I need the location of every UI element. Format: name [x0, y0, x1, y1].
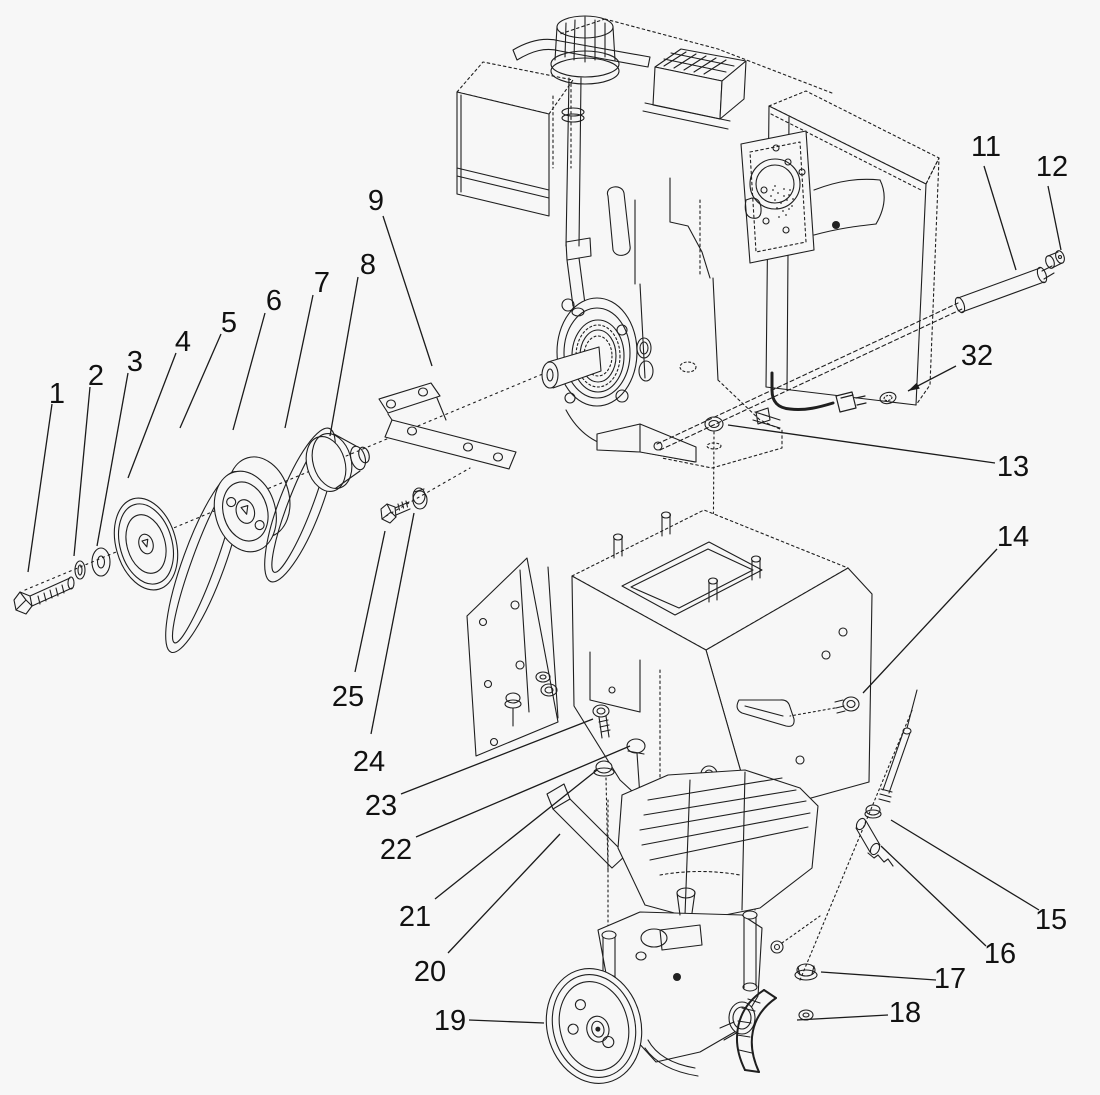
frame-side-panel — [466, 557, 559, 757]
callout-leader-8 — [329, 276, 359, 437]
oil-fill-tube — [561, 77, 592, 307]
pulley-6 — [213, 456, 291, 553]
bolt-1 — [13, 576, 75, 615]
callout-leader-12 — [1047, 185, 1062, 251]
dipstick-handle — [606, 186, 631, 256]
callout-leader-11 — [983, 165, 1017, 271]
bushing-8 — [305, 433, 370, 492]
nut-24 — [412, 487, 428, 510]
callout-label-22: 22 — [380, 834, 412, 866]
callout-leader-21 — [434, 769, 598, 900]
callout-label-17: 17 — [934, 963, 966, 995]
frame-stud-fastener — [504, 671, 551, 727]
callout-leader-5 — [179, 333, 222, 429]
washer-3 — [91, 547, 111, 577]
callout-label-2: 2 — [88, 360, 104, 392]
callout-leader-24 — [370, 512, 415, 735]
callout-leader-18 — [796, 1014, 889, 1021]
callout-label-19: 19 — [434, 1005, 466, 1037]
callout-label-16: 16 — [984, 938, 1016, 970]
pulley-4 — [113, 497, 179, 591]
callout-leader-3 — [96, 372, 129, 547]
casting-texture — [770, 185, 794, 218]
engine-bracket-arm — [813, 178, 885, 236]
shroud-edge — [604, 18, 833, 94]
callout-label-8: 8 — [360, 249, 376, 281]
idler-arm-9 — [378, 382, 517, 470]
frame-right-face — [705, 567, 873, 815]
callout-leader-19 — [468, 1019, 545, 1024]
callout-label-11: 11 — [971, 131, 1001, 163]
callout-leader-4 — [127, 352, 177, 479]
frame-top-opening — [621, 541, 763, 616]
callout-leader-25 — [354, 530, 386, 673]
callout-label-23: 23 — [365, 790, 397, 822]
callout-leader-14 — [862, 548, 998, 694]
handle-bracket — [512, 38, 651, 68]
callout-label-32: 32 — [961, 340, 993, 372]
pulley-19 — [545, 968, 643, 1084]
callout-label-24: 24 — [353, 746, 385, 778]
callout-label-6: 6 — [266, 285, 282, 317]
bolt-25 — [380, 500, 411, 524]
callout-label-21: 21 — [399, 901, 431, 933]
callout-label-12: 12 — [1036, 151, 1068, 183]
callout-leader-7 — [284, 294, 314, 429]
bolt-14 — [789, 696, 860, 717]
frame-channel-20 — [546, 783, 627, 869]
callout-arrowhead-32 — [908, 382, 920, 391]
sleeve-16 — [855, 817, 894, 867]
flywheel-cover — [740, 130, 815, 264]
engine-assembly — [456, 15, 885, 585]
callout-leader-17 — [820, 971, 937, 981]
callout-label-20: 20 — [414, 956, 446, 988]
terminal-32 — [879, 391, 897, 405]
callout-leader-9 — [382, 215, 433, 367]
lower-drive-assembly — [545, 689, 918, 1084]
fuel-tank — [456, 61, 574, 217]
callout-label-1: 1 — [49, 378, 65, 410]
callout-leader-2 — [73, 386, 91, 557]
callout-leader-16 — [880, 845, 987, 947]
callout-leader-22 — [415, 745, 631, 838]
callout-leader-6 — [232, 312, 266, 431]
washer-2 — [74, 560, 86, 580]
bolt-23 — [592, 704, 611, 739]
transmission-casting — [617, 769, 819, 921]
callout-label-18: 18 — [889, 997, 921, 1029]
callout-label-5: 5 — [221, 307, 237, 339]
callout-leader-13 — [727, 424, 996, 464]
kill-wire — [770, 371, 897, 413]
wire-connector — [835, 391, 867, 413]
callout-label-4: 4 — [175, 326, 191, 358]
callout-label-13: 13 — [997, 451, 1029, 483]
engine-base — [596, 361, 783, 469]
callout-leader-20 — [447, 833, 561, 954]
drive-pulley-explosion — [13, 372, 546, 654]
output-pulley — [719, 1001, 814, 1041]
frame-studs — [612, 511, 762, 603]
callout-label-9: 9 — [368, 185, 384, 217]
belt-18 — [736, 989, 777, 1073]
callout-leader-23 — [400, 718, 594, 795]
rod-15 — [864, 689, 918, 819]
fuel-cap — [550, 15, 620, 85]
cap-12 — [1045, 250, 1065, 269]
callout-label-15: 15 — [1035, 904, 1067, 936]
callout-label-3: 3 — [127, 346, 143, 378]
engine-block — [552, 95, 719, 381]
nut-17 — [794, 963, 818, 981]
air-cleaner — [642, 48, 747, 130]
callout-label-25: 25 — [332, 681, 364, 713]
callout-label-7: 7 — [314, 267, 330, 299]
callout-leader-1 — [27, 403, 53, 573]
callout-label-14: 14 — [997, 521, 1029, 553]
shift-rod-11 — [656, 250, 1065, 451]
callout-leader-15 — [890, 819, 1040, 911]
crankshaft — [541, 346, 602, 389]
